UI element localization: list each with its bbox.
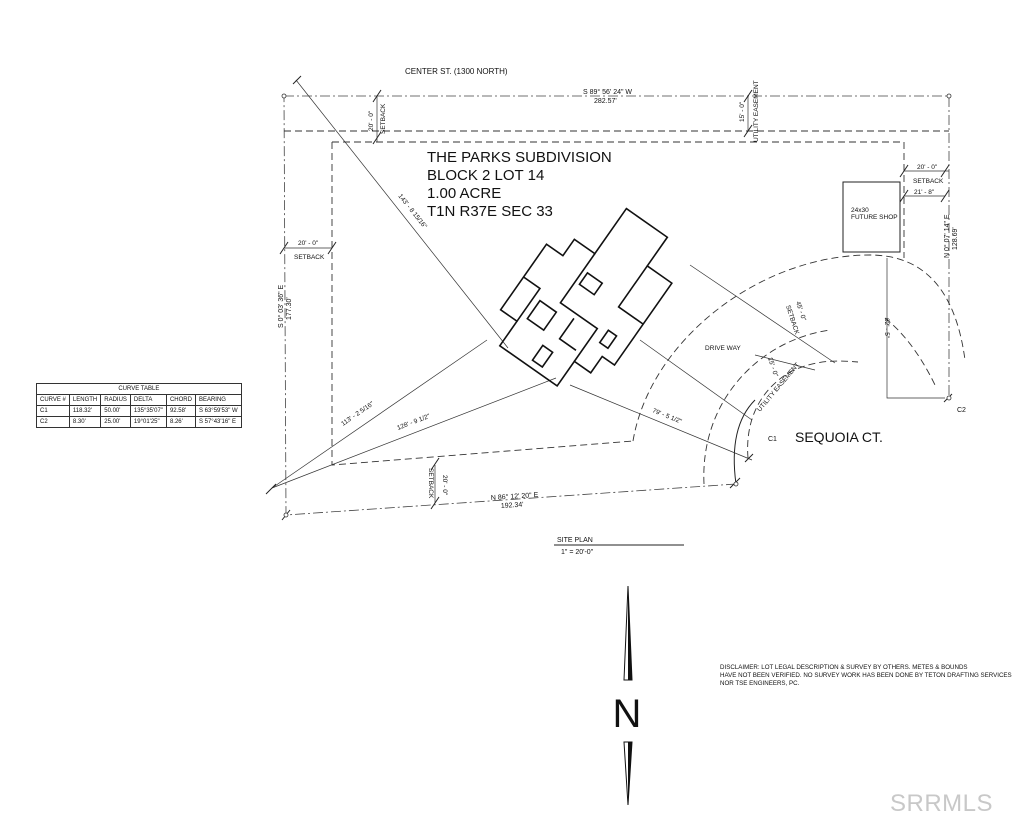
curve-table-col-header: BEARING: [194, 394, 242, 406]
diag-dim-4: [569, 384, 753, 461]
utility-curve-dim: 15' - 0": [766, 356, 779, 378]
east-inner-dim-label: 62' - 5": [883, 318, 890, 339]
table-cell: 8.26': [165, 416, 196, 428]
table-cell: S 57°43'16" E: [194, 416, 242, 428]
shop-offset-dim: 21' - 8": [914, 189, 935, 196]
east-inner-dim: [886, 258, 945, 399]
north-length: 282.57': [594, 98, 617, 105]
diag-dim-2: [271, 339, 488, 489]
table-cell: 8.30': [68, 416, 102, 428]
disclaimer-line: HAVE NOT BEEN VERIFIED. NO SURVEY WORK H…: [720, 672, 1012, 679]
curve-table-col-header: LENGTH: [68, 394, 102, 406]
curve-table: CURVE TABLE CURVE # LENGTH RADIUS DELTA …: [36, 383, 242, 428]
diag-dim-5: [639, 339, 753, 421]
utility-curve-label: UTILITY EASEMENT: [756, 362, 801, 414]
watermark: SRRMLS: [890, 790, 994, 817]
curve-table-col-header: RADIUS: [100, 394, 131, 406]
setback-dim-lines: [284, 96, 949, 503]
disclaimer-line: DISCLAIMER: LOT LEGAL DESCRIPTION & SURV…: [720, 664, 968, 671]
disclaimer: DISCLAIMER: LOT LEGAL DESCRIPTION & SURV…: [720, 664, 1020, 688]
subdivision-line-3: 1.00 ACRE: [427, 185, 501, 202]
table-cell: 50.00': [100, 405, 131, 417]
diag-dim-4-label: 79' - 5 1/2": [651, 407, 683, 425]
table-cell: 118.32': [68, 405, 102, 417]
table-cell: 92.58': [165, 405, 196, 417]
setback-curve-dim: [689, 264, 836, 364]
curve-table-header: CURVE # LENGTH RADIUS DELTA CHORD BEARIN…: [36, 394, 242, 406]
table-cell: 25.00': [100, 416, 131, 428]
court-street-label: SEQUOIA CT.: [795, 429, 883, 445]
setback-north-label: SETBACK: [380, 103, 387, 134]
setback-north-dim: 20' - 0": [368, 110, 375, 131]
road-edge-arc: [733, 399, 756, 485]
diag-dim-1-label: 143' - 8 15/16": [396, 193, 428, 231]
utility-north-label: UTILITY EASEMENT: [753, 80, 760, 142]
subdivision-line-1: THE PARKS SUBDIVISION: [427, 149, 612, 166]
north-street-label: CENTER ST. (1300 NORTH): [405, 67, 508, 76]
site-plan-title: SITE PLAN: [557, 537, 593, 544]
diag-dim-2-label: 113' - 2 5/16": [340, 400, 376, 428]
setback-west-label: SETBACK: [294, 254, 325, 261]
subdivision-line-4: T1N R37E SEC 33: [427, 203, 553, 220]
diag-dim-3: [271, 377, 557, 489]
east-length: 128.69': [952, 227, 959, 250]
table-row: C2 8.30' 25.00' 19°01'25" 8.26' S 57°43'…: [36, 416, 242, 428]
shop-name: FUTURE SHOP: [851, 214, 898, 221]
table-cell: C2: [36, 416, 70, 428]
subdivision-line-2: BLOCK 2 LOT 14: [427, 167, 544, 184]
setback-south-label: SETBACK: [427, 468, 434, 499]
disclaimer-line: NOR TSE ENGINEERS, PC.: [720, 680, 800, 687]
south-bearing: N 86° 12' 20" E: [491, 491, 539, 502]
table-cell: S 63°59'53" W: [194, 405, 242, 417]
north-arrow-letter: N: [613, 692, 642, 736]
curve-table-title: CURVE TABLE: [36, 383, 242, 395]
curve-table-col-header: CHORD: [165, 394, 196, 406]
site-plan-scale: 1" = 20'-0": [561, 549, 594, 556]
property-boundary: [283, 95, 950, 516]
setback-east-label: SETBACK: [913, 178, 944, 185]
diag-dim-1: [295, 79, 509, 349]
table-cell: 19°01'25": [129, 416, 167, 428]
house-footprint: [498, 207, 673, 388]
curve-table-col-header: CURVE #: [36, 394, 70, 406]
west-bearing: S 0° 03' 36" E: [277, 284, 285, 328]
setback-south-dim: 20' - 0": [441, 475, 448, 496]
table-cell: C1: [36, 405, 70, 417]
curve-table-col-header: DELTA: [129, 394, 167, 406]
future-shop: [842, 181, 901, 253]
dimension-ticks: [265, 75, 953, 521]
road-right-of-way-curve: [747, 360, 859, 459]
driveway-label: DRIVE WAY: [705, 345, 741, 352]
east-bearing: N 0° 07' 14" E: [943, 214, 951, 258]
corner-markers: [281, 93, 952, 518]
south-length: 192.34': [501, 502, 524, 510]
table-cell: 135°35'07": [129, 405, 167, 417]
west-length: 177.30': [286, 297, 293, 320]
c1-label: C1: [768, 436, 777, 443]
cul-de-sac-outer-curve: [632, 254, 966, 442]
table-row: C1 118.32' 50.00' 135°35'07" 92.58' S 63…: [36, 405, 242, 417]
north-bearing: S 89° 56' 24" W: [583, 88, 632, 96]
c2-label: C2: [957, 407, 966, 414]
diag-dim-3-label: 128' - 9 1/2": [396, 413, 431, 432]
utility-north-dim: 15' - 0": [739, 101, 746, 122]
utility-curve-dim: [754, 354, 816, 371]
north-arrow-icon: N: [613, 585, 642, 806]
cul-de-sac-inner-curve: [703, 317, 936, 485]
shop-size: 24x30: [851, 207, 869, 214]
setback-west-dim: 20' - 0": [298, 240, 319, 247]
setback-east-dim: 20' - 0": [917, 164, 938, 171]
